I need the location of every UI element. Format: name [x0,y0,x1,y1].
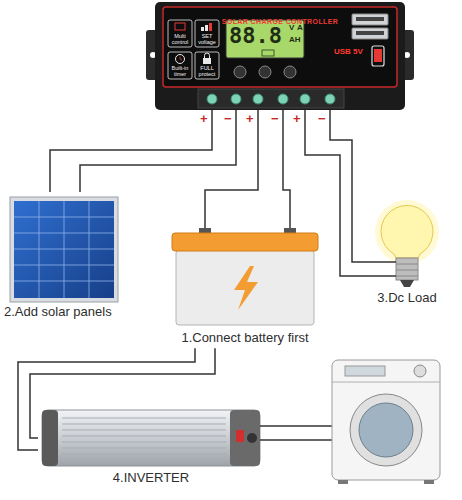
wire [205,110,258,228]
unit-label: V [289,24,294,32]
charge-controller-body [146,2,414,110]
solar-panel-picture [10,197,118,302]
unit-label: A [297,24,303,32]
inverter: 4.INVERTER [38,402,264,488]
wire [330,110,372,262]
icon-caption: Built-in timer [168,66,192,78]
node-label: 4.INVERTER [113,470,189,486]
battery: 1.Connect battery first [170,228,320,348]
polarity-sign: + [200,112,208,126]
wire [80,110,236,192]
wire-pair [205,110,290,228]
polarity-sign: − [318,112,326,126]
node-label: 2.Add solar panels [4,304,112,320]
icon-caption: SET voltage [195,34,219,46]
unit-label: AH [289,36,301,44]
usb-label: USB 5V [334,48,363,56]
inverter-picture [42,410,332,466]
icon-caption: Multi control [168,34,192,46]
polarity-sign: − [224,112,232,126]
light-bulb-picture [372,200,439,287]
polarity-sign: + [246,112,254,126]
wire [30,348,215,438]
washing-machine-picture [332,360,440,484]
wire [18,348,195,450]
light-bulb: 3.Dc Load [372,200,442,308]
wire [283,110,290,228]
wire-pair [305,110,372,276]
polarity-sign: + [293,112,301,126]
wire [50,110,212,192]
wire-pair [18,348,215,450]
lcd-reading: 88.8 [229,24,282,47]
battery-picture [172,228,318,325]
wire-pair [50,110,236,192]
icon-caption: FULL protect [195,66,219,78]
polarity-sign: − [271,112,279,126]
node-label: 3.Dc Load [377,290,436,306]
solar-panel: 2.Add solar panels [4,192,124,322]
wire [305,110,372,276]
charge-controller: SOLAR CHARGE CONTROLLER [148,2,412,110]
node-label: 1.Connect battery first [181,330,308,346]
